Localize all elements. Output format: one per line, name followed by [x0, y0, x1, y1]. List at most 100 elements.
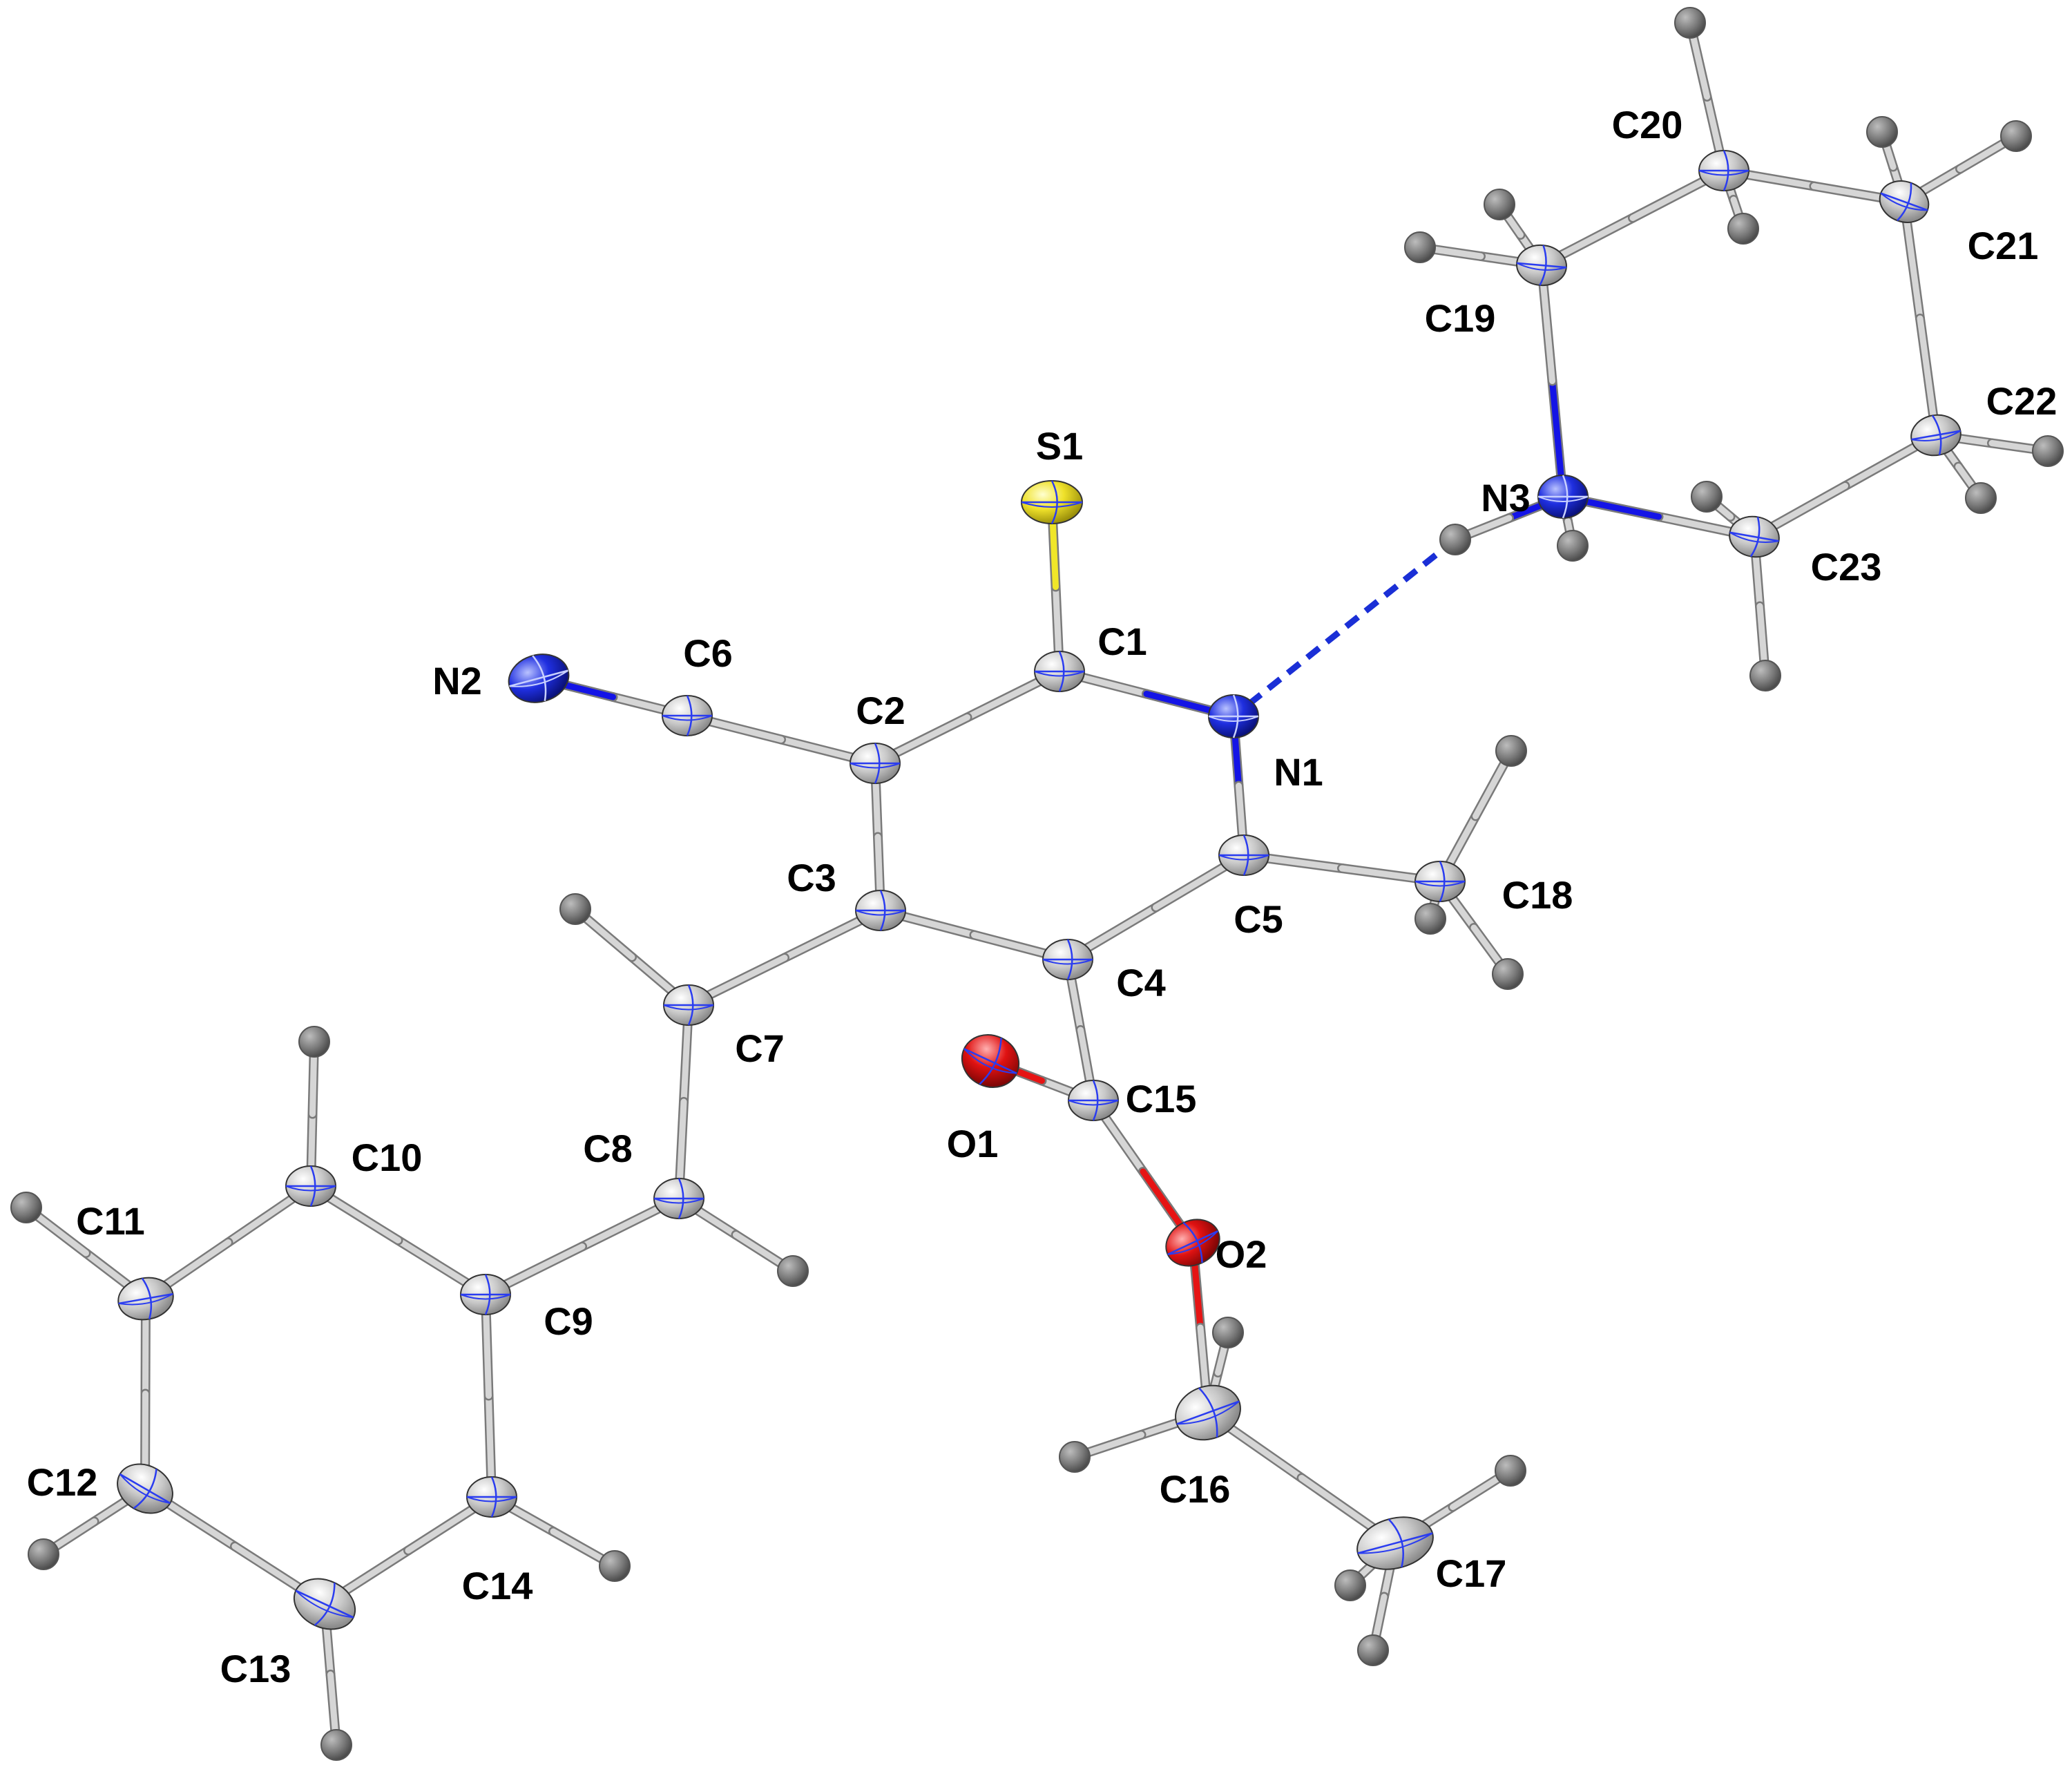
- bond-C3-C7: [684, 906, 885, 1010]
- atom-C7: [663, 984, 714, 1026]
- atom-C8: [653, 1178, 704, 1219]
- principal-axis-minor: [1723, 150, 1729, 191]
- atom-label-C3: C3: [787, 856, 836, 899]
- hydrogen-atom-H19A: [1484, 189, 1515, 220]
- hydrogen-atom-H22B: [1965, 482, 1997, 514]
- atom-label-C10: C10: [352, 1136, 423, 1179]
- bond-C7-C8: [674, 1000, 693, 1203]
- atom-label-S1: S1: [1036, 424, 1084, 468]
- hydrogen-atom-H3B: [1557, 530, 1589, 562]
- principal-axis-minor: [309, 1165, 316, 1207]
- hydrogen-atom-H10: [298, 1026, 330, 1058]
- principal-axis-major: [963, 1048, 1017, 1074]
- hydrogen-atom-H21A: [1866, 116, 1898, 148]
- atom-C2: [850, 743, 901, 784]
- atom-label-C18: C18: [1502, 873, 1573, 917]
- bond-C11-C12: [140, 1294, 151, 1493]
- atom-label-C4: C4: [1116, 961, 1166, 1004]
- atom-C14: [466, 1476, 517, 1518]
- atom-label-C21: C21: [1968, 224, 2039, 267]
- atom-label-C14: C14: [462, 1564, 533, 1607]
- bond-C21-C22: [1899, 197, 1941, 440]
- principal-axis-minor: [1198, 1387, 1218, 1438]
- atom-labels-layer: S1C1N1C2C3C4C5C6N2C7C8C9C10C11C12C13C14C…: [27, 103, 2057, 1690]
- hydrogen-atom-H13: [320, 1729, 352, 1761]
- atom-label-C22: C22: [1986, 379, 2057, 423]
- hydrogen-atom-H16A: [1212, 1317, 1244, 1348]
- principal-axis-ring: [1357, 1532, 1433, 1554]
- principal-axis-minor: [1931, 414, 1942, 455]
- principal-axis-major: [1517, 262, 1566, 269]
- atom-label-C15: C15: [1126, 1077, 1197, 1120]
- atom-label-C9: C9: [544, 1299, 593, 1343]
- atom-label-C12: C12: [27, 1460, 98, 1504]
- hydrogen-atom-H17B: [1334, 1569, 1366, 1601]
- bond-C20-H20A: [1685, 18, 1729, 175]
- hydrogen-atom-H18B: [1414, 903, 1446, 935]
- principal-axis-major: [1729, 531, 1779, 542]
- atom-C4: [1042, 939, 1093, 980]
- principal-axis-ring: [1042, 959, 1093, 965]
- atom-label-C6: C6: [683, 631, 733, 675]
- atom-N3: [1537, 475, 1589, 519]
- principal-axis-minor: [1388, 1518, 1404, 1568]
- hydrogen-atom-H23B: [1749, 660, 1781, 691]
- hydrogen-atom-H22A: [2032, 435, 2064, 467]
- principal-axis-minor: [879, 890, 886, 931]
- atom-label-C23: C23: [1811, 545, 1882, 589]
- bond-C19-C20: [1537, 166, 1729, 270]
- bond-C2-C3: [870, 758, 885, 915]
- principal-axis-ring: [1880, 192, 1928, 211]
- bond-C15-O2: [1088, 1096, 1198, 1248]
- principal-axis-ring: [1176, 1400, 1240, 1425]
- hydrogen-atom-H18A: [1495, 735, 1527, 767]
- hydrogen-atom-H8: [777, 1255, 809, 1287]
- atom-label-C11: C11: [76, 1199, 145, 1243]
- bond-C16-C17: [1203, 1408, 1400, 1548]
- hydrogen-atom-H7: [559, 893, 591, 925]
- bond-C9-C10: [306, 1181, 490, 1299]
- atom-C9: [460, 1274, 511, 1315]
- principal-axis-major: [509, 669, 568, 687]
- principal-axis-ring: [1208, 716, 1259, 722]
- atom-C18: [1414, 861, 1466, 902]
- atom-label-C16: C16: [1160, 1467, 1231, 1511]
- atom-label-C17: C17: [1436, 1552, 1507, 1595]
- principal-axis-ring: [295, 1590, 354, 1619]
- hydrogen-atom-H19B: [1404, 231, 1436, 263]
- bonds-layer: [21, 18, 2053, 1750]
- principal-axis-ring: [1698, 170, 1749, 176]
- principal-axis-major: [1167, 1230, 1218, 1256]
- bond-C14-C9: [481, 1290, 497, 1502]
- principal-axis-ring: [460, 1294, 511, 1300]
- atom-label-C19: C19: [1425, 296, 1496, 340]
- principal-axis-minor: [686, 695, 693, 736]
- principal-axis-ring: [1414, 881, 1466, 887]
- principal-axis-minor: [314, 1583, 336, 1626]
- atom-N1: [1208, 694, 1259, 738]
- atom-C10: [285, 1165, 336, 1207]
- principal-axis-minor: [874, 743, 881, 784]
- principal-axis-minor: [1897, 182, 1912, 222]
- hydrogen-atoms-layer: [10, 7, 2064, 1761]
- hydrogen-atom-H14: [599, 1550, 631, 1582]
- principal-axis-ring: [119, 1473, 171, 1504]
- principal-axis-minor: [484, 1274, 491, 1315]
- atom-C15: [1068, 1080, 1119, 1121]
- bond-C4-C5: [1063, 850, 1249, 964]
- principal-axis-minor: [1439, 861, 1446, 902]
- bond-C10-C11: [141, 1181, 316, 1304]
- principal-axis-ring: [1537, 496, 1589, 502]
- principal-axis-minor: [678, 1178, 684, 1219]
- hydrogen-atom-H12: [28, 1538, 59, 1570]
- principal-axis-minor: [1051, 480, 1058, 524]
- principal-axis-minor: [1092, 1080, 1099, 1121]
- atom-C22: [1910, 414, 1961, 457]
- bond-C2-C6: [682, 711, 880, 768]
- principal-axis-major: [1357, 1532, 1433, 1554]
- principal-axis-minor: [490, 1476, 497, 1518]
- hydrogen-atom-H17C: [1357, 1634, 1389, 1666]
- principal-axis-ring: [662, 715, 713, 721]
- atom-O1: [961, 1034, 1020, 1088]
